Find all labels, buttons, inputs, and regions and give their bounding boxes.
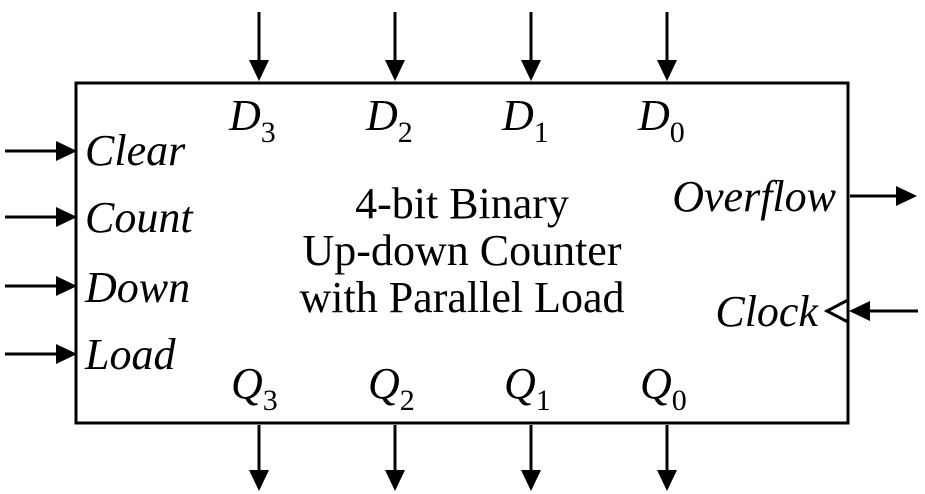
clock-label: Clock [715, 287, 819, 336]
input-d3: D3 [228, 12, 276, 149]
output-q2-arrow-icon [385, 470, 405, 491]
output-q0: Q0 [640, 359, 687, 491]
output-q1-arrow-icon [521, 470, 541, 491]
data-inputs: D3 D2 D1 D0 [228, 12, 685, 149]
overflow-label: Overflow [672, 172, 836, 221]
input-d3-arrow-icon [249, 60, 269, 81]
input-d0-arrow-icon [657, 60, 677, 81]
input-d2-arrow-icon [385, 60, 405, 81]
input-d0-label: D0 [637, 91, 685, 149]
input-d2: D2 [365, 12, 413, 149]
clock-arrow-icon [849, 301, 870, 321]
output-q3-label: Q3 [231, 359, 278, 417]
data-outputs: Q3 Q2 Q1 Q0 [231, 359, 687, 491]
input-load-arrow-icon [56, 344, 77, 364]
input-count: Count [5, 193, 194, 242]
input-d1: D1 [501, 12, 549, 149]
clock-edge-indicator-icon [823, 298, 849, 324]
input-d0: D0 [637, 12, 685, 149]
input-load-label: Load [84, 330, 176, 379]
output-q0-arrow-icon [657, 470, 677, 491]
input-d2-label: D2 [365, 91, 413, 149]
clock-input: Clock [715, 287, 918, 336]
output-q1-label: Q1 [504, 359, 551, 417]
input-d1-label: D1 [501, 91, 549, 149]
input-d3-label: D3 [228, 91, 276, 149]
input-down: Down [5, 263, 190, 312]
input-clear-label: Clear [85, 126, 186, 175]
output-q1: Q1 [504, 359, 551, 491]
input-clear-arrow-icon [56, 141, 77, 161]
output-q2-label: Q2 [368, 359, 415, 417]
input-d1-arrow-icon [521, 60, 541, 81]
input-load: Load [5, 330, 176, 379]
input-clear: Clear [5, 126, 186, 175]
input-count-label: Count [85, 193, 194, 242]
input-down-label: Down [84, 263, 190, 312]
block-title-line-2: Up-down Counter [303, 226, 622, 275]
output-q3-arrow-icon [249, 470, 269, 491]
overflow-output: Overflow [672, 172, 917, 221]
block-title-line-3: with Parallel Load [299, 273, 624, 322]
output-q0-label: Q0 [640, 359, 687, 417]
counter-block [74, 81, 850, 425]
input-down-arrow-icon [56, 276, 77, 296]
overflow-arrow-icon [896, 186, 917, 206]
output-q2: Q2 [368, 359, 415, 491]
block-title-line-1: 4-bit Binary [355, 179, 569, 228]
control-inputs: Clear Count Down Load [5, 126, 194, 379]
output-q3: Q3 [231, 359, 278, 491]
input-count-arrow-icon [56, 207, 77, 227]
